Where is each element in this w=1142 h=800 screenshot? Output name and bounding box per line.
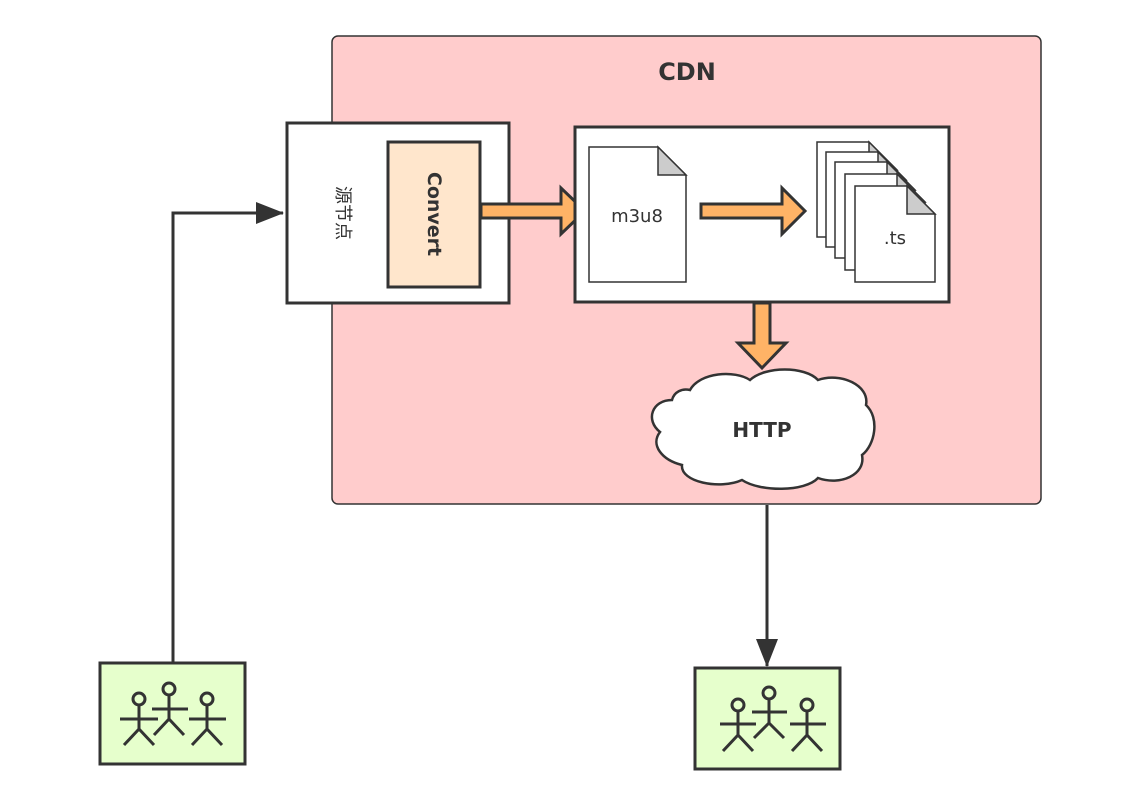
source-node[interactable]: 源节点 Convert xyxy=(285,121,511,305)
ts-file xyxy=(854,184,937,283)
page-fold-icon xyxy=(657,145,688,176)
m3u8-file[interactable]: m3u8 xyxy=(588,145,688,283)
people-icon xyxy=(720,685,826,753)
files-to-http-arrow xyxy=(734,301,790,371)
http-cloud[interactable]: HTTP xyxy=(650,368,876,490)
convert-to-files-arrow xyxy=(479,184,588,238)
m3u8-to-ts-arrow xyxy=(699,184,808,238)
people-icon xyxy=(120,681,226,747)
cdn-title: CDN xyxy=(658,58,716,86)
convert-label: Convert xyxy=(423,172,445,256)
uploaders-to-source-connector xyxy=(171,202,284,662)
document-icon xyxy=(588,146,687,283)
m3u8-label: m3u8 xyxy=(611,206,663,227)
uploaders-box[interactable] xyxy=(98,661,247,766)
ts-label: .ts xyxy=(884,228,906,249)
http-label: HTTP xyxy=(732,418,791,442)
hls-files-box[interactable]: m3u8 .t xyxy=(573,125,951,304)
source-node-label: 源节点 xyxy=(332,186,353,240)
cloud-icon xyxy=(650,368,876,490)
uploaders-box-frame xyxy=(98,661,247,766)
viewers-box[interactable] xyxy=(693,666,842,771)
ts-files-stack[interactable]: .ts xyxy=(816,140,937,283)
